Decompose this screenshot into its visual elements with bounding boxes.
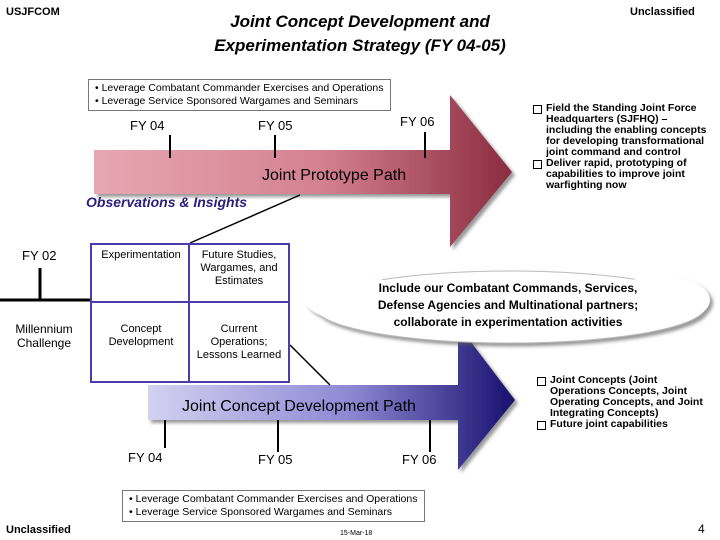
org-label: USJFCOM <box>6 6 60 18</box>
checkbox-icon <box>537 377 546 386</box>
prototype-outcomes: Field the Standing Joint Force Headquart… <box>533 103 713 191</box>
grid-divider-h <box>92 301 288 303</box>
prototype-fy-06: FY 06 <box>400 114 435 129</box>
bottom-bullet-1: • Leverage Combatant Commander Exercises… <box>129 493 418 505</box>
concept-outcomes: Joint Concepts (Joint Operations Concept… <box>537 375 715 430</box>
cloud-shape <box>305 270 710 344</box>
millennium-challenge-label: Millennium Challenge <box>15 322 73 350</box>
concept-outcome-2: Future joint capabilities <box>537 419 715 430</box>
concept-path-label: Joint Concept Development Path <box>182 398 416 415</box>
cloud-text: Include our Combatant Commands, Services… <box>377 281 639 329</box>
top-bullet-box: • Leverage Combatant Commander Exercises… <box>88 79 391 111</box>
prototype-path-label: Joint Prototype Path <box>262 167 407 184</box>
bottom-bullet-2: • Leverage Service Sponsored Wargames an… <box>129 506 393 518</box>
concept-fy-06: FY 06 <box>402 452 437 467</box>
classification-bottom: Unclassified <box>6 524 71 536</box>
prototype-path-arrow <box>94 95 512 247</box>
top-bullet-1: • Leverage Combatant Commander Exercises… <box>95 82 384 94</box>
checkbox-icon <box>537 421 546 430</box>
grid-cell-concept-development: Concept Development <box>108 323 174 348</box>
concept-path-arrow <box>148 325 515 470</box>
title-line-1: Joint Concept Development and <box>230 12 490 31</box>
concept-outcome-1: Joint Concepts (Joint Operations Concept… <box>537 375 715 419</box>
page-title: Joint Concept Development and Experiment… <box>140 10 580 58</box>
prototype-fy-04: FY 04 <box>130 118 165 133</box>
top-bullet-2: • Leverage Service Sponsored Wargames an… <box>95 95 359 107</box>
concept-fy-04: FY 04 <box>128 450 163 465</box>
title-line-2: Experimentation Strategy (FY 04-05) <box>214 36 506 55</box>
prototype-fy-05: FY 05 <box>258 118 293 133</box>
checkbox-icon <box>533 160 542 169</box>
grid-cell-future-studies: Future Studies, Wargames, and Estimates <box>200 249 278 287</box>
bottom-bullet-box: • Leverage Combatant Commander Exercises… <box>122 490 425 522</box>
fy-02-label: FY 02 <box>22 248 57 263</box>
page-number: 4 <box>698 522 705 536</box>
concept-fy-05: FY 05 <box>258 452 293 467</box>
activity-grid: Experimentation Future Studies, Wargames… <box>90 243 290 383</box>
grid-cell-experimentation: Experimentation <box>101 249 181 261</box>
footer-date: 15-Mar-18 <box>340 530 373 537</box>
checkbox-icon <box>533 105 542 114</box>
grid-divider-v <box>188 245 190 381</box>
grid-cell-current-operations: Current Operations; Lessons Learned <box>196 323 282 361</box>
prototype-outcome-2: Deliver rapid, prototyping of capabiliti… <box>533 158 713 191</box>
classification-top: Unclassified <box>630 6 695 18</box>
prototype-outcome-1: Field the Standing Joint Force Headquart… <box>533 103 713 158</box>
observations-label: Observations & Insights <box>86 194 248 210</box>
